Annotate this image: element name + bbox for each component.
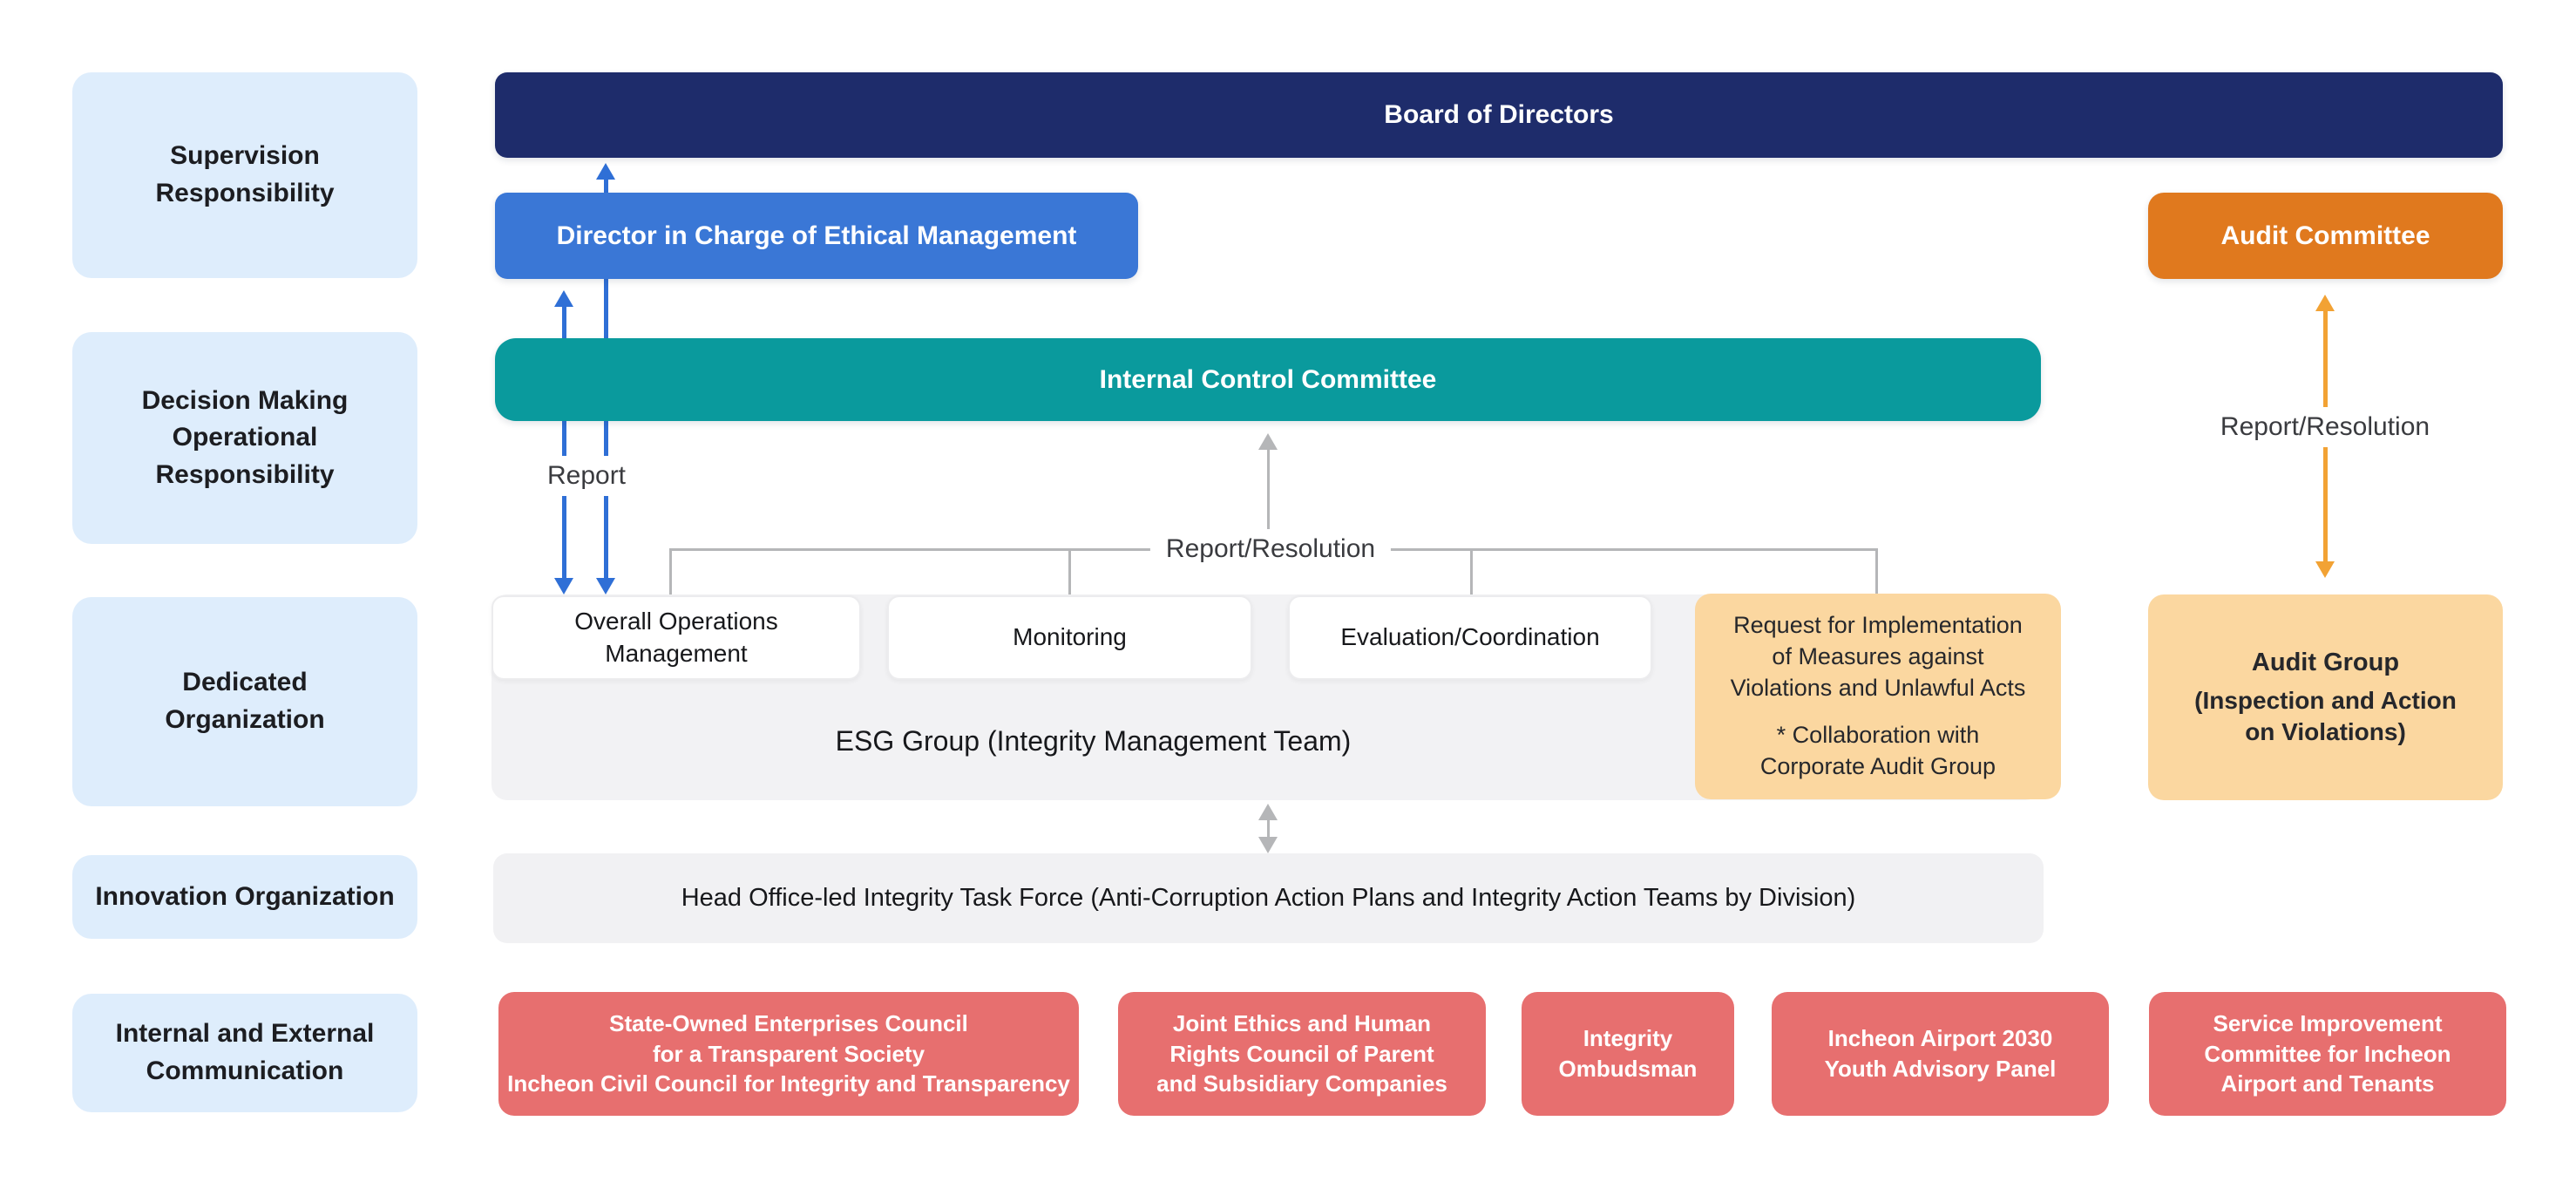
service-improvement-committee-box: Service Improvement Committee for Incheo… bbox=[2149, 992, 2506, 1116]
collaboration-note: * Collaboration with Corporate Audit Gro… bbox=[1759, 721, 1996, 779]
bracket-stub-monitoring bbox=[1068, 549, 1071, 596]
internal-control-committee-box: Internal Control Committee bbox=[495, 338, 2041, 421]
arrow-director-to-board-head bbox=[596, 163, 615, 180]
audit-group-box: Audit Group (Inspection and Action on Vi… bbox=[2148, 594, 2503, 800]
arrow-esg-to-director-line bbox=[562, 304, 566, 580]
arrow-audit-up-head bbox=[2315, 295, 2335, 311]
rail-label-decision-making-operational-responsibility: Decision Making Operational Responsibili… bbox=[72, 332, 417, 544]
integrity-task-force-bar: Head Office-led Integrity Task Force (An… bbox=[493, 853, 2044, 943]
director-ethical-management-box: Director in Charge of Ethical Management bbox=[495, 193, 1138, 279]
arrow-esg-innovation-down-head bbox=[1258, 837, 1278, 853]
report-resolution-right-label: Report/Resolution bbox=[2204, 407, 2446, 447]
request-implementation-box: Request for Implementation of Measures a… bbox=[1695, 594, 2061, 799]
youth-advisory-panel-box: Incheon Airport 2030 Youth Advisory Pane… bbox=[1772, 992, 2109, 1116]
board-of-directors-box: Board of Directors bbox=[495, 72, 2503, 158]
arrow-esg-to-committee-line bbox=[1267, 447, 1270, 550]
rail-label-innovation-organization: Innovation Organization bbox=[72, 855, 417, 939]
rail-label-internal-external-communication: Internal and External Communication bbox=[72, 994, 417, 1112]
integrity-ombudsman-box: Integrity Ombudsman bbox=[1522, 992, 1734, 1116]
arrow-esg-to-committee-head bbox=[1258, 433, 1278, 450]
arrow-audit-down-head bbox=[2315, 561, 2335, 578]
audit-group-title: Audit Group bbox=[2251, 649, 2400, 677]
audit-committee-box: Audit Committee bbox=[2148, 193, 2503, 279]
arrow-esg-to-director-head bbox=[554, 290, 573, 307]
bracket-stub-evaluation bbox=[1470, 549, 1473, 596]
arrow-esg-to-director-down-head bbox=[554, 578, 573, 594]
esg-group-label: ESG Group (Integrity Management Team) bbox=[835, 725, 1352, 757]
rail-label-dedicated-organization: Dedicated Organization bbox=[72, 597, 417, 806]
overall-operations-management-box: Overall Operations Management bbox=[491, 595, 861, 680]
joint-ethics-council-box: Joint Ethics and Human Rights Council of… bbox=[1118, 992, 1486, 1116]
state-owned-enterprises-council-box: State-Owned Enterprises Council for a Tr… bbox=[498, 992, 1079, 1116]
arrow-esg-innovation-up-head bbox=[1258, 804, 1278, 820]
monitoring-box: Monitoring bbox=[887, 595, 1252, 680]
audit-group-subtitle: (Inspection and Action on Violations) bbox=[2194, 686, 2457, 746]
rail-label-supervision-responsibility: Supervision Responsibility bbox=[72, 72, 417, 278]
arrow-director-to-esg-line bbox=[604, 279, 608, 580]
arrow-director-to-board-line bbox=[604, 177, 608, 193]
report-resolution-center-label: Report/Resolution bbox=[1149, 529, 1392, 569]
arrow-esg-innovation-line bbox=[1267, 816, 1270, 840]
arrow-director-to-esg-head bbox=[596, 578, 615, 594]
bracket-stub-overall-operations bbox=[669, 549, 672, 596]
bracket-stub-request-box bbox=[1875, 549, 1878, 595]
evaluation-coordination-box: Evaluation/Coordination bbox=[1288, 595, 1652, 680]
request-implementation-text: Request for Implementation of Measures a… bbox=[1730, 612, 2026, 702]
report-flow-label: Report bbox=[531, 456, 642, 496]
